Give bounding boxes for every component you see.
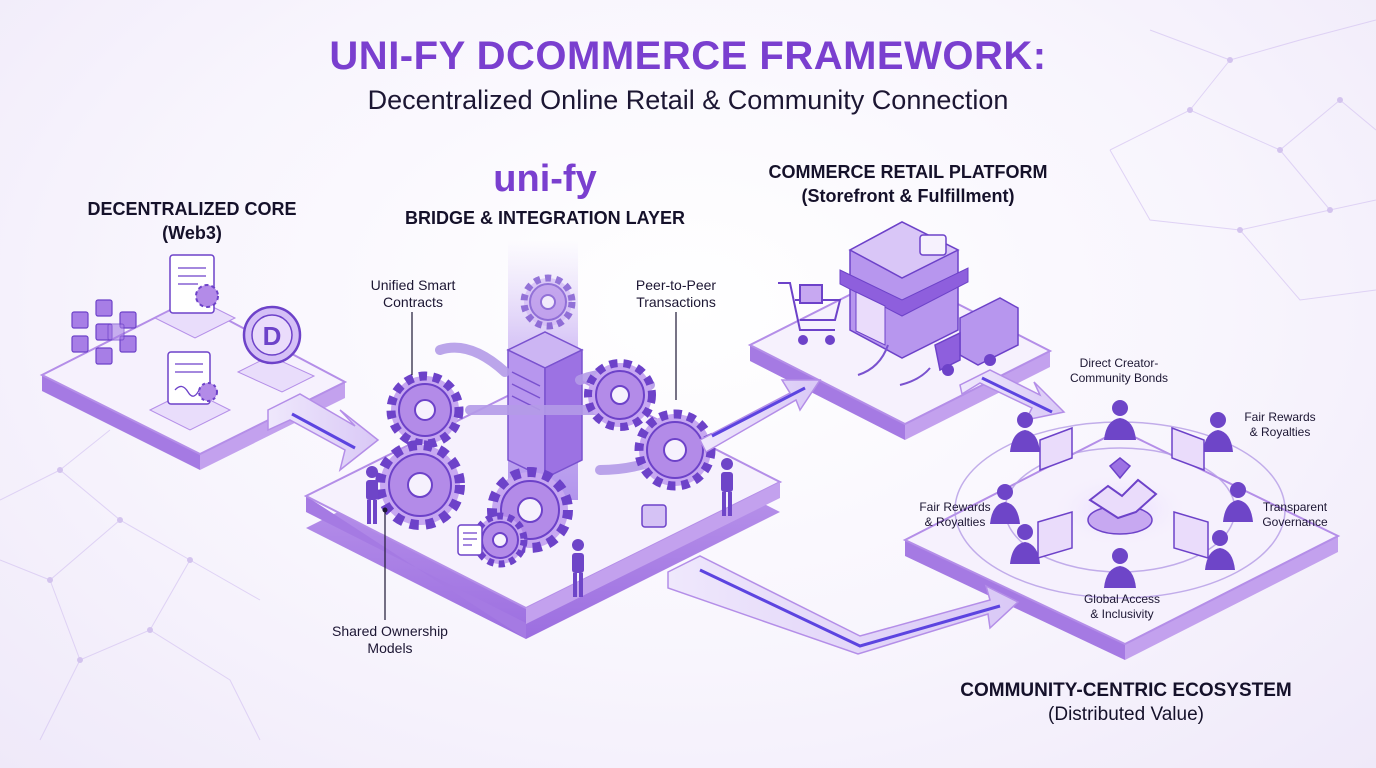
monitor-icon	[1039, 426, 1073, 472]
terminal-icon	[641, 504, 667, 528]
arrow-retail-to-community	[959, 369, 1066, 422]
gear-icon	[472, 512, 528, 568]
brand-logo: uni-fy	[493, 158, 597, 200]
person-icon	[721, 458, 733, 516]
ecosystem-subtitle: (Distributed Value)	[1048, 704, 1204, 725]
arrow-core-to-bridge	[267, 393, 380, 472]
callout-governance: Transparent Governance	[1262, 500, 1328, 529]
monitor-icon	[1171, 426, 1205, 472]
gear-icon	[375, 440, 465, 530]
callout-bonds: Direct Creator- Community Bonds	[1069, 356, 1169, 385]
ecosystem-title: COMMUNITY-CENTRIC ECOSYSTEM	[960, 680, 1292, 701]
callout-rewards-right: Fair Rewards & Royalties	[1244, 410, 1316, 439]
gear-icon	[634, 409, 716, 491]
retail-title: COMMERCE RETAIL PLATFORM	[768, 162, 1048, 182]
page-subtitle: Decentralized Online Retail & Community …	[367, 85, 1009, 115]
core-subtitle: (Web3)	[162, 223, 222, 243]
community-people	[990, 400, 1253, 588]
bridge-title: BRIDGE & INTEGRATION LAYER	[404, 208, 686, 228]
person-icon	[366, 466, 378, 524]
callout-p2p: Peer-to-Peer Transactions	[635, 277, 717, 310]
gear-icon	[520, 274, 576, 330]
document-icon	[457, 524, 483, 556]
retail-subtitle: (Storefront & Fulfillment)	[801, 186, 1015, 206]
person-icon	[1010, 524, 1040, 564]
smart-contract-icon	[153, 254, 237, 339]
monitor-icons	[1037, 426, 1209, 560]
person-icon	[1205, 530, 1235, 570]
callout-rewards-left: Fair Rewards & Royalties	[919, 500, 991, 529]
monitor-icon	[1037, 510, 1073, 560]
person-icon	[990, 484, 1020, 524]
gear-icon	[584, 359, 656, 431]
callout-ownership: Shared Ownership Models	[332, 623, 448, 656]
storefront-icon	[839, 221, 969, 359]
shopping-cart-icon	[778, 282, 842, 345]
delivery-truck-icon	[934, 297, 1019, 376]
person-icon	[1010, 412, 1040, 452]
blockchain-cubes-icon	[71, 299, 137, 365]
handshake-icon	[1087, 457, 1158, 535]
person-icon	[572, 539, 584, 597]
person-icon	[1104, 400, 1136, 440]
page-title: UNI-FY DCOMMERCE FRAMEWORK:	[329, 34, 1047, 78]
signed-document-icon	[148, 351, 232, 431]
person-icon	[1104, 548, 1136, 588]
arrow-bridge-to-community	[667, 555, 1020, 655]
gear-icon	[386, 371, 464, 449]
token-coin-icon	[236, 305, 316, 393]
person-icon	[1203, 412, 1233, 452]
token-letter: D	[263, 321, 282, 351]
arrow-bridge-to-retail	[698, 379, 822, 454]
callout-smart-contracts: Unified Smart Contracts	[370, 277, 456, 310]
core-title: DECENTRALIZED CORE	[87, 199, 297, 219]
gears	[375, 274, 716, 568]
monitor-icon	[1173, 510, 1209, 560]
person-icon	[1223, 482, 1253, 522]
callout-access: Global Access & Inclusivity	[1083, 592, 1161, 621]
